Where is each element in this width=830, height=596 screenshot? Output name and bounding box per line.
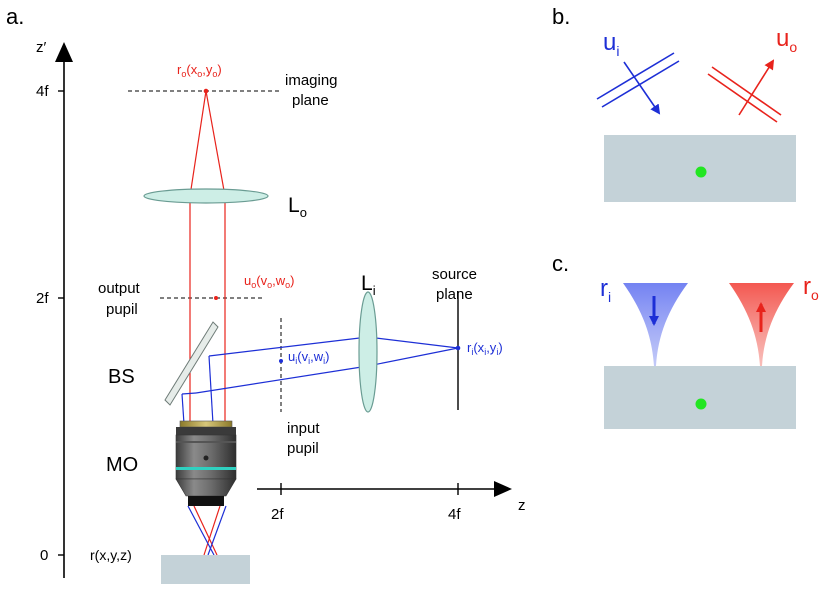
panel-label-a: a.: [6, 4, 24, 29]
input-rays: [181, 336, 459, 556]
b-ui-label: ui: [603, 29, 619, 59]
input-pupil-label-line1: input: [287, 420, 320, 437]
source-plane-label-line2: plane: [436, 286, 473, 303]
uo-point: [214, 296, 218, 300]
z-tick-label-4f: 4f: [448, 506, 461, 523]
microscope-objective: [175, 420, 237, 506]
zprime-axis-arrow: [55, 42, 73, 62]
ri-label: ri(xi,yi): [467, 340, 503, 357]
output-pupil-label-line1: output: [98, 280, 141, 297]
output-pupil-label-line2: pupil: [106, 301, 138, 318]
zprime-tick-label-2f: 2f: [36, 290, 49, 307]
lens-Lo: [143, 188, 269, 204]
scatterer-b: [695, 166, 707, 178]
ro-focus-point: [203, 88, 209, 94]
zprime-tick-label-4f: 4f: [36, 83, 49, 100]
uo-label: uo(vo,wo): [244, 273, 294, 290]
source-plane-label-line1: source: [432, 266, 477, 283]
BS-label: BS: [108, 366, 135, 388]
c-ri-label: ri: [600, 275, 611, 305]
Li-label: Li: [361, 272, 376, 298]
imaging-plane-label-line1: imaging: [285, 72, 338, 89]
z-axis-arrow: [494, 481, 512, 497]
scatterer-c: [695, 398, 707, 410]
b-uo-label: uo: [776, 25, 797, 55]
output-rays: [189, 90, 226, 556]
z-axis-label: z: [518, 497, 526, 514]
zprime-tick-label-0: 0: [40, 547, 48, 564]
zprime-axis-label: z′: [36, 39, 47, 56]
c-ro-label: ro: [803, 273, 819, 303]
sample-slab-c: [604, 366, 796, 429]
imaging-plane-label-line2: plane: [292, 92, 329, 109]
beam-splitter: [164, 321, 219, 406]
input-pupil-label-line2: pupil: [287, 440, 319, 457]
panel-label-c: c.: [552, 251, 569, 276]
ui-point: [279, 359, 283, 363]
ro-label: ro(xo,yo): [177, 62, 222, 79]
ri-source-point: [455, 345, 461, 351]
ui-label: ui(vi,wi): [288, 349, 329, 366]
ui-wavefront: [596, 52, 680, 115]
panel-label-b: b.: [552, 4, 570, 29]
z-tick-label-2f: 2f: [271, 506, 284, 523]
ri-focused-beam: [623, 283, 688, 366]
MO-label: MO: [106, 454, 138, 476]
lens-Li: [358, 291, 378, 413]
uo-wavefront: [707, 59, 782, 123]
Lo-label: Lo: [288, 194, 307, 220]
sample-position-label: r(x,y,z): [90, 547, 132, 563]
sample-slab-a: [161, 555, 250, 584]
